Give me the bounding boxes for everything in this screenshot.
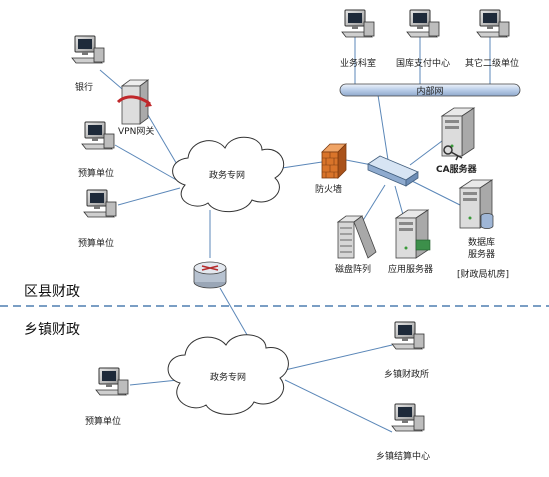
pc-icon [71, 35, 105, 64]
router [193, 261, 227, 289]
link-switch-db [409, 179, 461, 206]
label-ca: CA服务器 [436, 163, 478, 175]
label-town-settle: 乡镇结算中心 [376, 450, 430, 462]
ca-server: CA服务器 [436, 107, 478, 175]
label-app: 应用服务器 [388, 263, 433, 275]
label-budget-2: 预算单位 [78, 237, 114, 249]
link-cloud-townoffice [284, 344, 393, 371]
pc-business: 业务科室 [340, 9, 376, 69]
pc-icon [81, 121, 115, 150]
label-firewall: 防火墙 [315, 183, 342, 195]
disk-array: 磁盘阵列 [335, 215, 377, 275]
link-switch-intranet [377, 94, 389, 161]
cloud-lower-label: 政务专网 [210, 371, 246, 383]
label-machine-room: [财政局机房] [457, 268, 509, 280]
pc-icon [391, 403, 425, 432]
cloud-upper-label: 政务专网 [209, 169, 245, 181]
application-server: 应用服务器 [388, 209, 433, 275]
pc-icon [476, 9, 510, 38]
pc-town-office: 乡镇财政所 [384, 321, 429, 380]
pc-bank: 银行 [71, 35, 105, 93]
link-townbudget-cloud [129, 379, 179, 386]
link-budget1-cloud [114, 144, 181, 183]
pc-icon [341, 9, 375, 38]
key-icon [443, 145, 463, 161]
label-budget-1: 预算单位 [78, 167, 114, 179]
server-icon [395, 209, 429, 259]
label-other: 其它二级单位 [465, 57, 519, 69]
pc-icon [406, 9, 440, 38]
pc-budget-1: 预算单位 [78, 121, 115, 179]
intranet-bus: 内部网 [339, 83, 521, 97]
label-disk: 磁盘阵列 [335, 263, 371, 275]
link-cloud-firewall [281, 161, 323, 169]
database-icon [480, 213, 494, 229]
label-vpn: VPN网关 [118, 125, 154, 137]
app-card-icon [415, 239, 431, 251]
database-server: 数据库 服务器 [财政局机房] [457, 179, 509, 280]
firewall: 防火墙 [315, 143, 347, 195]
pc-treasury: 国库支付中心 [396, 9, 450, 69]
region-label-county: 区县财政 [24, 284, 80, 300]
link-switch-disk [361, 184, 386, 223]
pc-town-budget: 预算单位 [85, 367, 129, 427]
link-cloud-townsettle [284, 379, 393, 433]
label-town-office: 乡镇财政所 [384, 368, 429, 380]
label-town-budget: 预算单位 [85, 415, 121, 427]
label-treasury: 国库支付中心 [396, 57, 450, 69]
cloud-upper: 政务专网 [172, 136, 285, 213]
pc-icon [391, 321, 425, 350]
switch [367, 155, 419, 187]
server-icon [121, 85, 141, 125]
label-business: 业务科室 [340, 57, 376, 69]
link-budget2-cloud [117, 187, 181, 206]
vpn-gateway: VPN网关 [116, 79, 154, 137]
intranet-label: 内部网 [416, 85, 443, 97]
pc-icon [95, 367, 129, 396]
pc-town-settle: 乡镇结算中心 [376, 403, 430, 462]
links [99, 35, 491, 433]
label-bank: 银行 [75, 81, 93, 93]
cloud-lower: 政务专网 [167, 334, 289, 415]
server-icon [441, 107, 475, 157]
pc-budget-2: 预算单位 [78, 189, 117, 249]
link-router-lowercloud [219, 287, 251, 341]
label-db-1: 数据库 [468, 236, 495, 248]
region-label-township: 乡镇财政 [24, 322, 80, 338]
pc-icon [83, 189, 117, 218]
pc-other: 其它二级单位 [465, 9, 519, 69]
label-db-2: 服务器 [468, 248, 495, 260]
